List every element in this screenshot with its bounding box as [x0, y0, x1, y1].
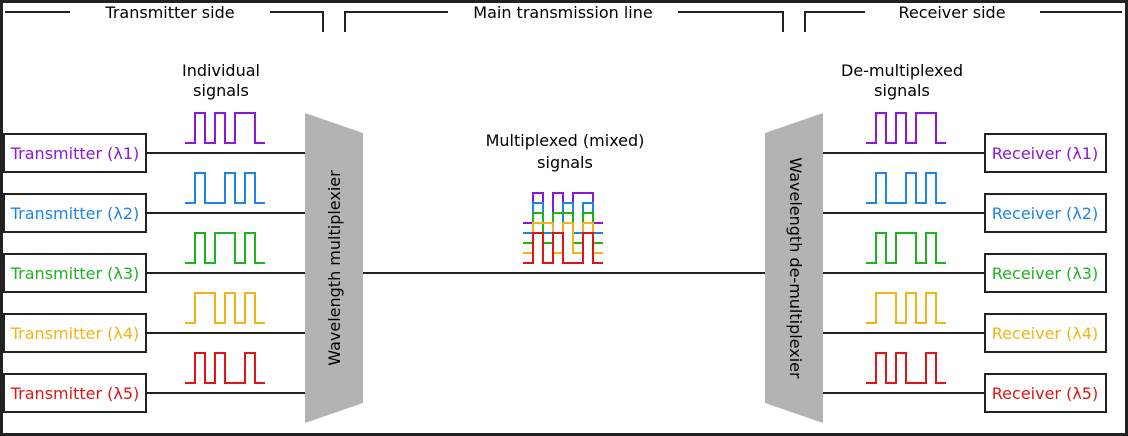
- multiplexed-signal-waveform: [523, 212, 603, 244]
- main-line-label: Main transmission line: [473, 3, 652, 22]
- multiplexed-signal-waveform: [523, 192, 603, 224]
- rx-signal-waveform: [866, 112, 946, 144]
- multiplexed-signal-waveform: [523, 222, 603, 254]
- multiplexed-label-1: Multiplexed (mixed): [486, 131, 645, 150]
- receiver-box: [984, 193, 1107, 233]
- tx-signal-waveform: [185, 232, 265, 264]
- multiplexed-signal-waveform: [523, 232, 603, 264]
- transmitter-box: [3, 253, 147, 293]
- transmitter-bracket: [5, 11, 324, 32]
- demultiplexed-label-1: De-multiplexed: [841, 61, 963, 80]
- transmitter-label: Transmitter (λ4): [10, 324, 140, 343]
- receiver-label: Receiver (λ2): [992, 204, 1098, 223]
- individual-signals-label-1: Individual: [182, 61, 260, 80]
- transmitter-label: Transmitter (λ1): [10, 144, 140, 163]
- multiplexer-label: Wavelength multiplexier: [325, 170, 344, 366]
- demultiplexer-label: Wavelength de-multiplexier: [786, 157, 805, 379]
- transmitter-box: [3, 313, 147, 353]
- multiplexed-signal-waveform: [523, 202, 603, 234]
- receiver-label: Receiver (λ1): [992, 144, 1098, 163]
- demultiplexed-label-2: signals: [874, 81, 930, 100]
- multiplexer-block: [305, 113, 363, 423]
- transmitter-label: Transmitter (λ3): [10, 264, 140, 283]
- rx-signal-waveform: [866, 352, 946, 384]
- rx-signal-waveform: [866, 292, 946, 324]
- rx-signal-waveform: [866, 172, 946, 204]
- receiver-side-label: Receiver side: [898, 3, 1005, 22]
- transmitter-box: [3, 193, 147, 233]
- demultiplexer-block: [765, 113, 823, 423]
- transmitter-label: Transmitter (λ2): [10, 204, 140, 223]
- receiver-label: Receiver (λ5): [992, 384, 1098, 403]
- receiver-bracket: [804, 11, 1122, 32]
- receiver-label: Receiver (λ4): [992, 324, 1098, 343]
- multiplexed-label-2: signals: [537, 153, 593, 172]
- transmitter-side-label: Transmitter side: [104, 3, 234, 22]
- receiver-label: Receiver (λ3): [992, 264, 1098, 283]
- tx-signal-waveform: [185, 172, 265, 204]
- transmitter-label: Transmitter (λ5): [10, 384, 140, 403]
- rx-signal-waveform: [866, 232, 946, 264]
- header-brackets: [5, 11, 1122, 32]
- transmitter-box: [3, 373, 147, 413]
- tx-signal-waveform: [185, 112, 265, 144]
- individual-signals-label-2: signals: [193, 81, 249, 100]
- main-line-bracket: [344, 11, 784, 32]
- tx-signal-waveform: [185, 352, 265, 384]
- tx-signal-waveform: [185, 292, 265, 324]
